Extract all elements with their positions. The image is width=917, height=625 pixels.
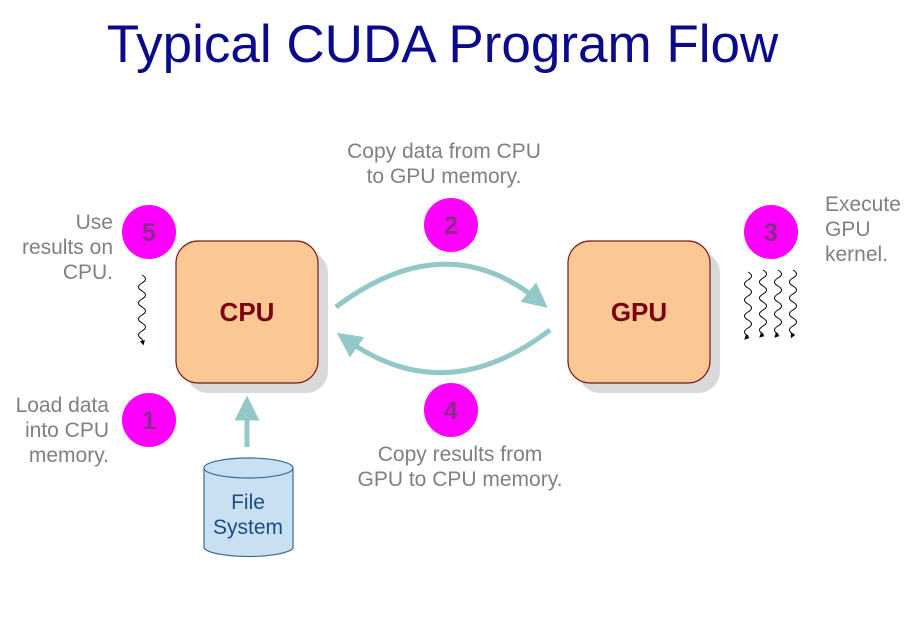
cpu-node: CPU [175,240,328,393]
kernel-threads-icon [744,269,797,340]
step-number: 4 [444,397,458,425]
note-line: Load data [15,394,109,417]
note-line: CPU. [62,261,113,284]
note-line: Copy results from [377,443,543,466]
note-line: into CPU [24,419,109,442]
file-system-label-line: File [231,491,265,514]
note-line: memory. [28,444,109,467]
note-line: Copy data from CPU [347,140,541,163]
note-line: kernel. [825,243,889,266]
note-line: Execute [825,193,901,216]
file-system-label-line: System [213,516,283,539]
step-number: 5 [142,219,156,247]
step-badge-5: 5 [122,205,176,259]
step-number: 2 [444,212,458,240]
page-title: Typical CUDA Program Flow [106,15,779,74]
wavy-arrow-icon [138,274,146,346]
file-system-node: File System [203,457,294,558]
step-5-note: Use results on CPU. [22,210,113,285]
note-line: Use [75,211,113,234]
step-badge-4: 4 [424,383,478,437]
step-badge-1: 1 [122,393,176,447]
gpu-node: GPU [567,240,720,393]
note-line: to GPU memory. [366,165,522,188]
step-badge-2: 2 [424,198,478,252]
note-line: results on [21,236,113,259]
step-3-note: Execute GPU kernel. [825,192,901,267]
step-number: 3 [764,219,778,247]
note-line: GPU [825,218,871,241]
gpu-label: GPU [611,297,667,327]
step-badge-3: 3 [744,205,798,259]
note-line: GPU to CPU memory. [357,468,563,491]
cpu-label: CPU [220,297,275,327]
step-number: 1 [142,407,156,435]
copy-to-cpu-arrow [336,328,552,376]
step-4-note: Copy results from GPU to CPU memory. [330,442,590,492]
copy-to-gpu-arrow [334,261,548,309]
step-2-note: Copy data from CPU to GPU memory. [324,139,564,189]
step-1-note: Load data into CPU memory. [16,393,109,468]
